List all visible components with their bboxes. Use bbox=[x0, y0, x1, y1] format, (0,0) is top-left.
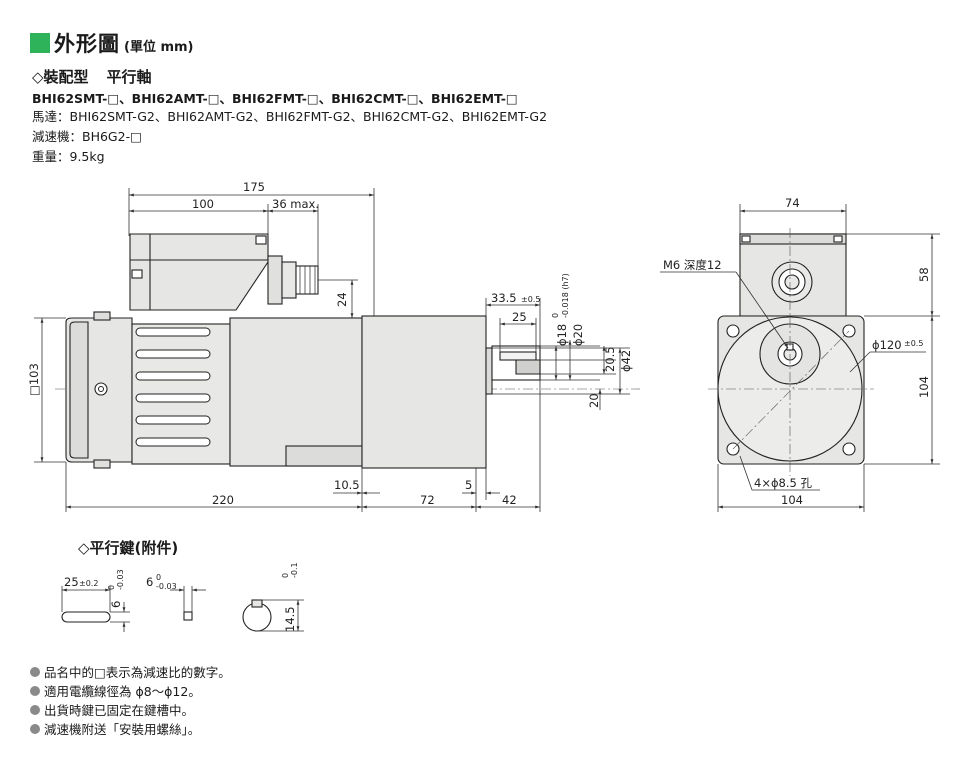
motor-line: 馬達：BHI62SMT-G2、BHI62AMT-G2、BHI62FMT-G2、B… bbox=[32, 109, 548, 124]
green-square-icon bbox=[30, 33, 50, 53]
key-title: ◇平行鍵(附件) bbox=[78, 539, 179, 557]
dim-20-5: 20.5 bbox=[603, 346, 617, 372]
key-detail: 25 ±0.2 6 0 -0.03 6 0 -0.03 14.5 0 -0.1 bbox=[61, 562, 304, 632]
dim-33-5-tol: ±0.5 bbox=[521, 295, 540, 304]
key-w6-tol-up: 0 bbox=[156, 573, 161, 582]
key-w6: 6 bbox=[146, 575, 153, 589]
key-h6-tol-up: 0 bbox=[107, 585, 116, 590]
dim-24: 24 bbox=[335, 292, 349, 307]
dim-33-5: 33.5 bbox=[491, 291, 517, 305]
page-title-block: 外形圖 (單位 mm) bbox=[30, 30, 194, 56]
dim-42: 42 bbox=[502, 493, 517, 507]
unit-label: (單位 mm) bbox=[124, 39, 194, 55]
dim-36: 36 max. bbox=[272, 197, 319, 211]
dim-shaft-tol-up: 0 bbox=[551, 313, 560, 318]
dim-104-side: 104 bbox=[917, 376, 931, 398]
dim-5: 5 bbox=[465, 478, 472, 492]
combo-label: ◇裝配型 bbox=[32, 68, 89, 86]
dim-25: 25 bbox=[512, 310, 527, 324]
dim-58: 58 bbox=[917, 267, 931, 282]
key-d14-tol-up: 0 bbox=[281, 573, 290, 578]
key-w6-tol-low: -0.03 bbox=[156, 582, 177, 591]
dim-100: 100 bbox=[192, 197, 214, 211]
weight-line: 重量：9.5kg bbox=[32, 149, 105, 164]
dim-74: 74 bbox=[785, 196, 800, 210]
dim-phi42: ϕ42 bbox=[619, 350, 633, 372]
note-item: 減速機附送「安裝用螺絲」。 bbox=[30, 719, 231, 738]
dim-72: 72 bbox=[420, 493, 435, 507]
key-h6: 6 bbox=[109, 601, 123, 608]
gearhead-line: 減速機：BH6G2-□ bbox=[32, 129, 142, 144]
dim-10-5: 10.5 bbox=[334, 478, 360, 492]
bullet-icon bbox=[30, 666, 40, 677]
key-h6-tol-low: -0.03 bbox=[116, 569, 125, 590]
key-len-tol: ±0.2 bbox=[79, 579, 98, 588]
note-item: 品名中的□表示為減速比的數字。 bbox=[30, 662, 231, 681]
model-list: BHI62SMT-□、BHI62AMT-□、BHI62FMT-□、BHI62CM… bbox=[32, 91, 518, 106]
dim-20-bottom: 20 bbox=[587, 393, 601, 408]
notes-list: 品名中的□表示為減速比的數字。 適用電纜線徑為 ϕ8～ϕ12。 出貨時鍵已固定在… bbox=[30, 662, 231, 738]
combo-heading: ◇裝配型平行軸 bbox=[32, 66, 170, 87]
dim-104-bottom: 104 bbox=[781, 493, 803, 507]
key-d14: 14.5 bbox=[283, 606, 297, 632]
front-view: 74 58 104 M6 深度12 ϕ120 ±0.5 4×ϕ8.5 孔 104 bbox=[660, 196, 940, 512]
tap-label: M6 深度12 bbox=[663, 258, 722, 272]
bullet-icon bbox=[30, 685, 40, 696]
dim-square-103: □103 bbox=[27, 363, 41, 396]
bullet-icon bbox=[30, 723, 40, 734]
bullet-icon bbox=[30, 704, 40, 715]
key-len: 25 bbox=[64, 575, 79, 589]
dim-shaft-tol-low: -0.018 (h7) bbox=[561, 273, 570, 318]
dim-pcd: ϕ120 bbox=[872, 338, 902, 352]
holes-label: 4×ϕ8.5 孔 bbox=[754, 476, 812, 490]
shaft-type: 平行軸 bbox=[106, 68, 152, 86]
dim-175: 175 bbox=[243, 180, 265, 194]
dim-pcd-tol: ±0.5 bbox=[904, 339, 923, 348]
page-title: 外形圖 bbox=[54, 32, 120, 56]
note-item: 適用電纜線徑為 ϕ8～ϕ12。 bbox=[30, 681, 231, 700]
side-view: 175 100 36 max. 24 33.5 ±0.5 25 ϕ18 0 -0… bbox=[27, 180, 640, 512]
note-item: 出貨時鍵已固定在鍵槽中。 bbox=[30, 700, 231, 719]
key-d14-tol-low: -0.1 bbox=[290, 562, 299, 578]
dim-220: 220 bbox=[212, 493, 234, 507]
dim-phi20: ϕ20 bbox=[571, 324, 585, 346]
dim-shaft-dia: ϕ18 bbox=[555, 324, 569, 346]
